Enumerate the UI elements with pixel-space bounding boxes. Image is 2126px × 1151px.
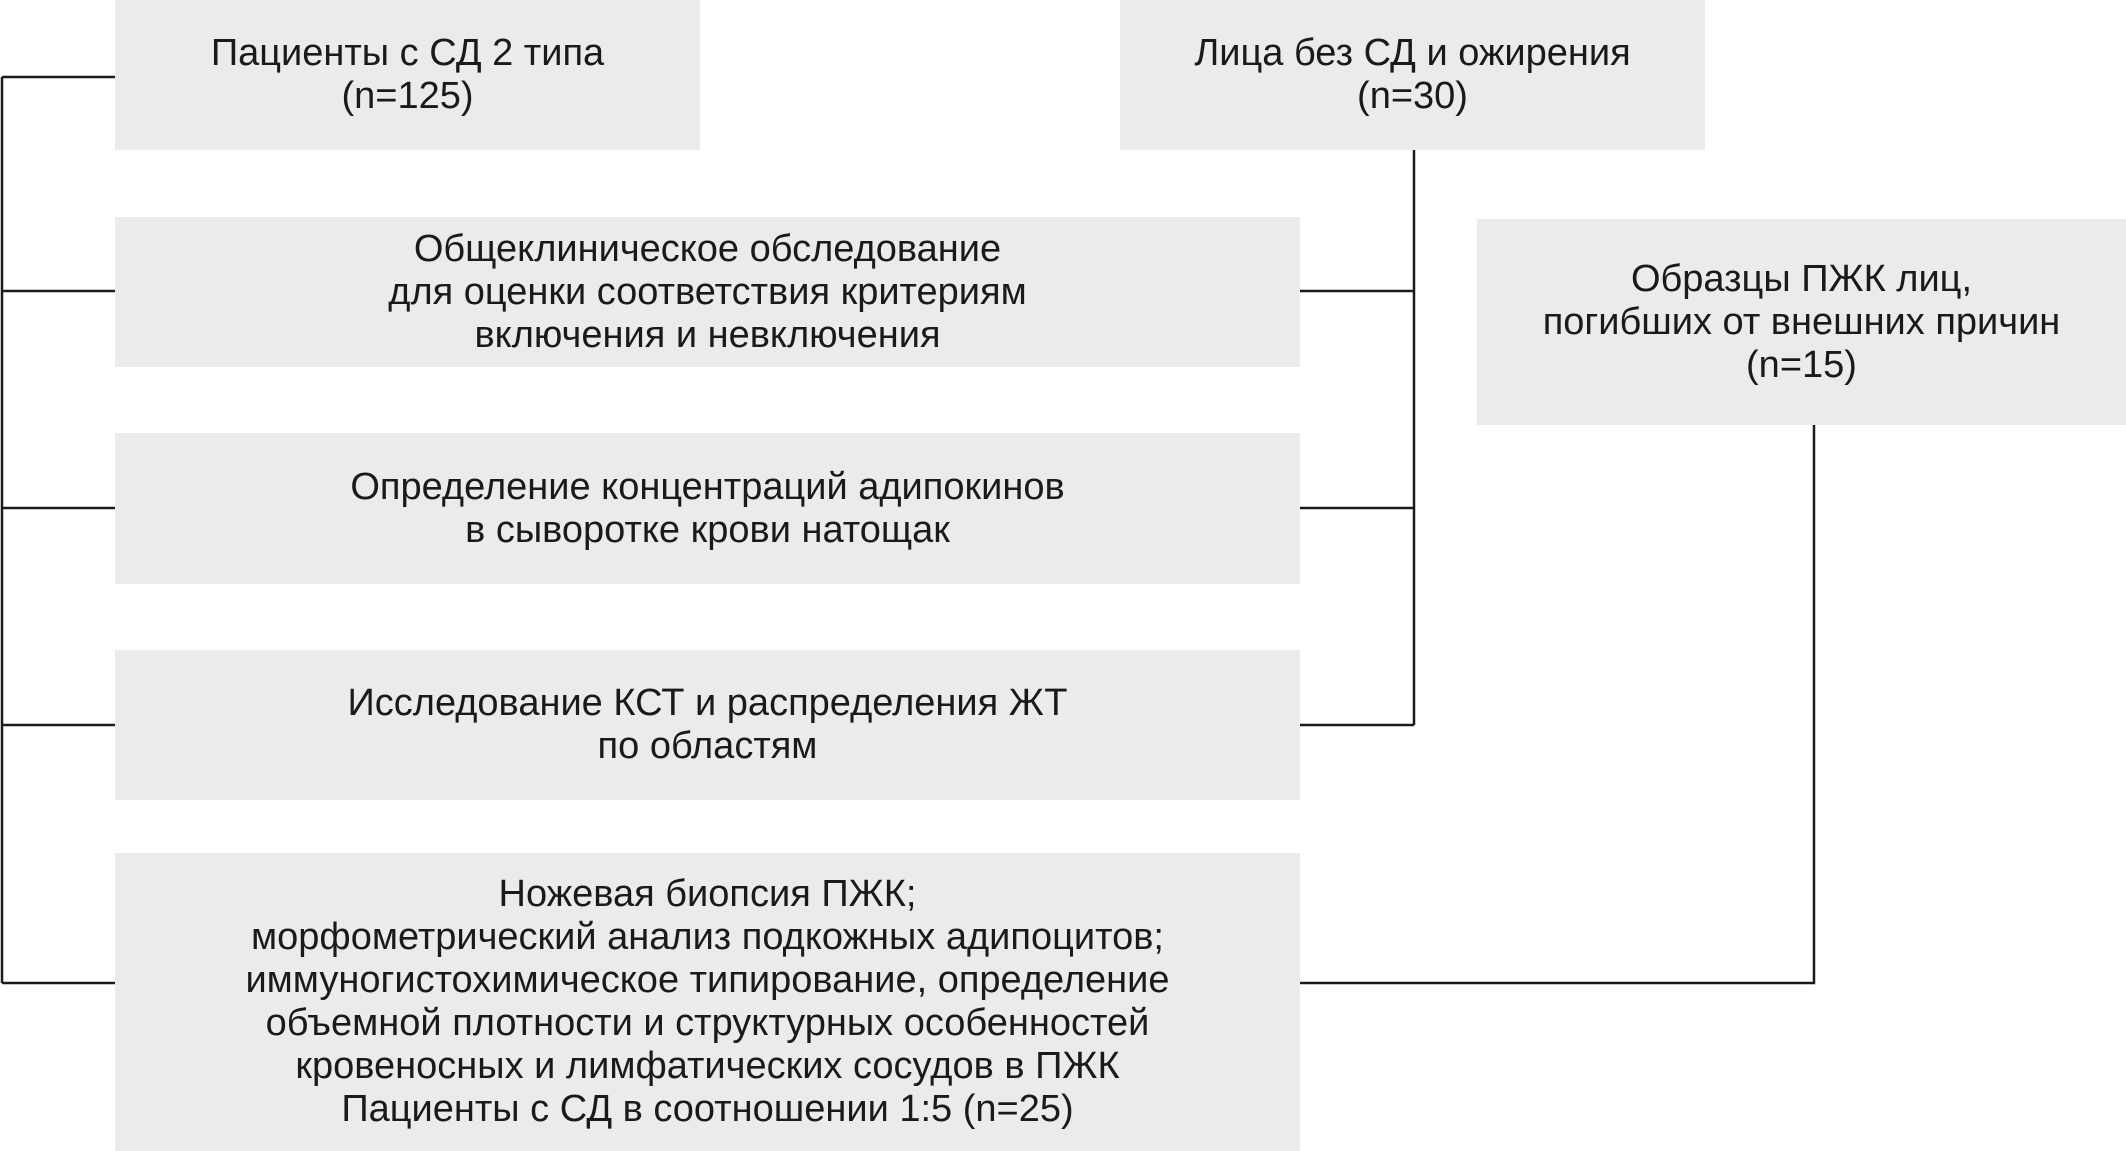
biopsy-text: Ножевая биопсия ПЖК;морфометрический ана… [245,873,1169,1131]
controls-count: (n=30) [1357,75,1468,117]
patients-t2dm-box: Пациенты с СД 2 типа(n=125) [115,0,700,150]
biopsy-line-4: объемной плотности и структурных особенн… [265,1002,1150,1044]
adipokines-line-1: Определение концентраций адипокинов [350,465,1065,508]
biopsy-line-3: иммуногистохимическое типирование, опред… [245,959,1170,1001]
body-composition-line-1: Исследование КСТ и распределения ЖТ [347,682,1068,724]
samples-to-biopsy-connector [1300,425,1816,985]
postmortem-samples-line-1: Образцы ПЖК лиц, [1630,257,1973,300]
patients-title: Пациенты с СД 2 типа [210,32,605,74]
clinical-exam-line-1: Общеклиническое обследование [413,227,1002,270]
clinical-exam-line-2: для оценки соответствия критериям [388,270,1027,313]
controls-text: Лица без СД и ожирения(n=30) [1194,32,1630,118]
biopsy-line-5: кровеносных и лимфатических сосудов в ПЖ… [295,1045,1120,1087]
body-composition-line-2: по областям [597,725,818,767]
postmortem-samples-line-2: погибших от внешних причин [1542,300,2061,343]
biopsy-line-1: Ножевая биопсия ПЖК; [498,873,917,915]
controls-title: Лица без СД и ожирения [1194,32,1631,74]
clinical-exam-line-3: включения и невключения [474,313,941,356]
biopsy-line-2: морфометрический анализ подкожных адипоц… [251,916,1164,958]
postmortem-samples-text: Образцы ПЖК лиц,погибших от внешних прич… [1543,258,2061,387]
biopsy-box: Ножевая биопсия ПЖК;морфометрический ана… [115,853,1300,1151]
adipokines-line-2: в сыворотке крови натощак [465,508,950,551]
patients-t2dm-text: Пациенты с СД 2 типа(n=125) [211,32,604,118]
postmortem-samples-box: Образцы ПЖК лиц,погибших от внешних прич… [1477,219,2126,425]
postmortem-samples-line-3: (n=15) [1746,343,1857,386]
biopsy-line-6: Пациенты с СД в соотношении 1:5 (n=25) [341,1088,1074,1130]
controls-box: Лица без СД и ожирения(n=30) [1120,0,1705,150]
patients-count: (n=125) [341,75,474,117]
